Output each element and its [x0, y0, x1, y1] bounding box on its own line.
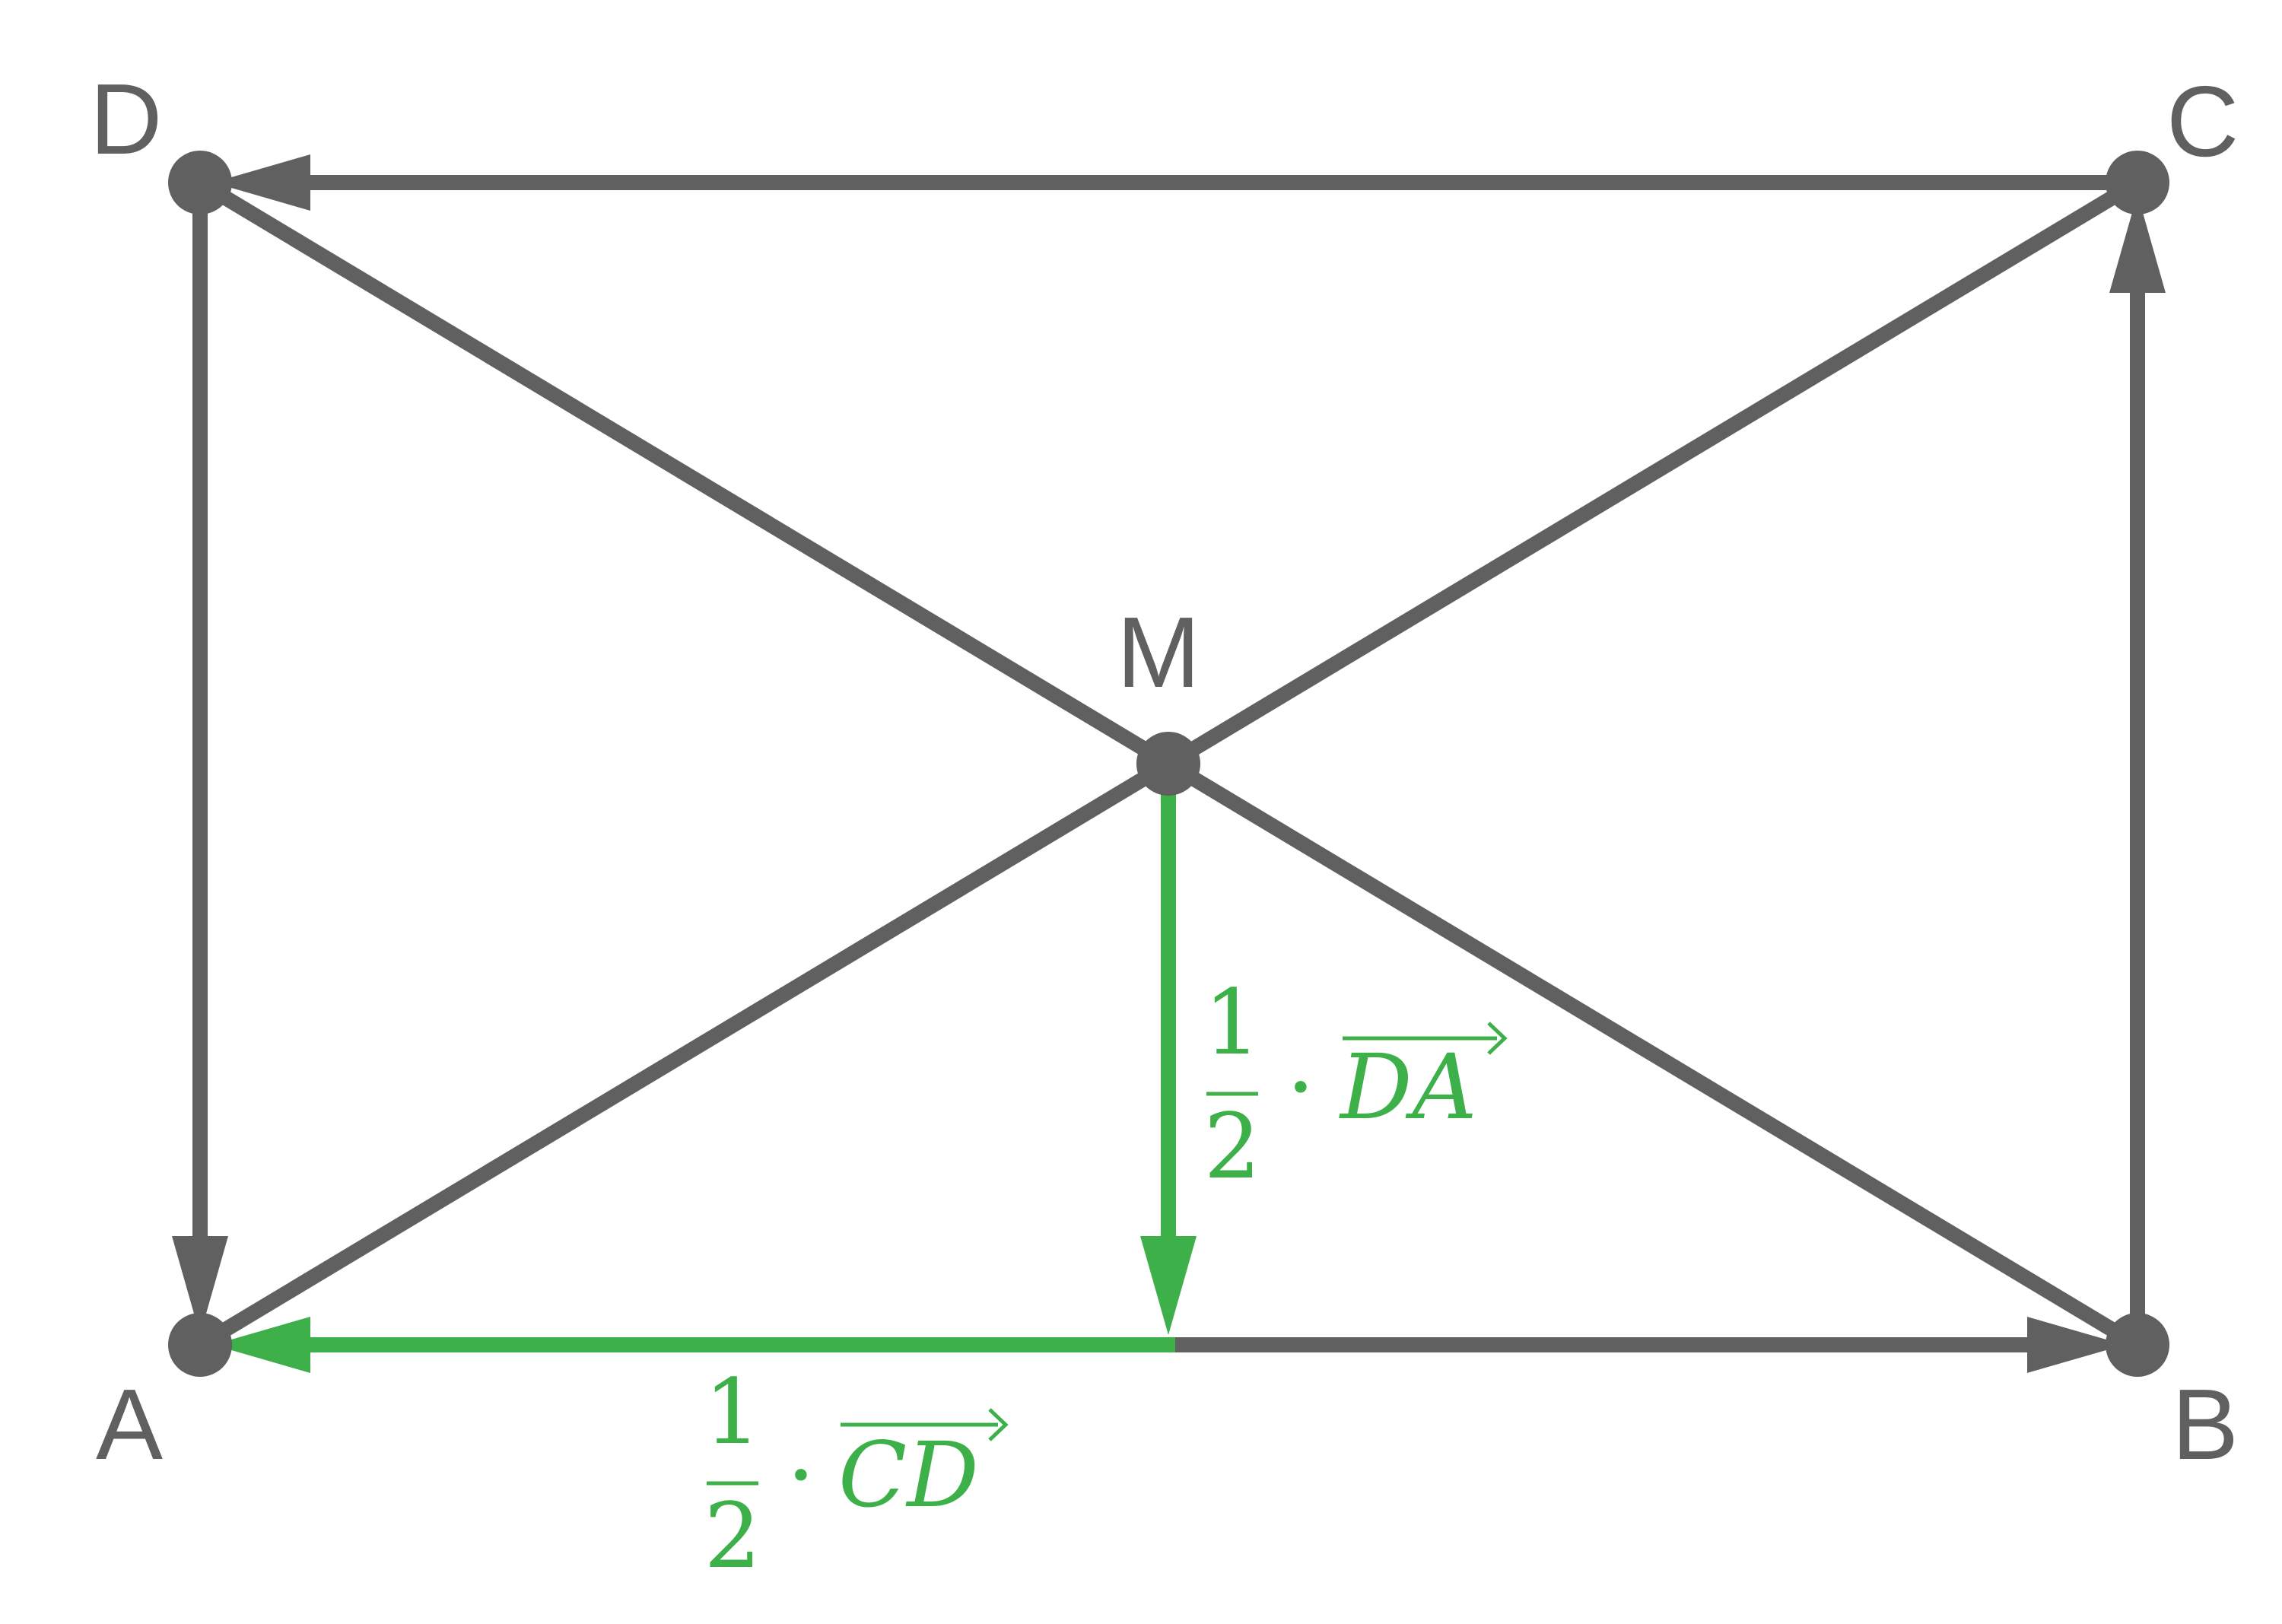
point-m: [1136, 732, 1200, 796]
label-half-da-vector: DA: [1339, 1034, 1477, 1139]
points: [168, 151, 2169, 1377]
label-half-cd-numerator: 1: [704, 1359, 761, 1464]
label-a: A: [96, 1368, 163, 1480]
arrowhead-at-d: [213, 154, 310, 211]
point-b: [2106, 1313, 2169, 1377]
arrowhead-half-cd: [213, 1317, 310, 1373]
arrowhead-half-da: [1140, 1236, 1197, 1335]
point-a: [168, 1313, 232, 1377]
label-m: M: [1117, 596, 1200, 708]
point-d: [168, 151, 232, 215]
label-half-cd: 1 2 · CD: [704, 1359, 1009, 1588]
label-c: C: [2166, 65, 2239, 177]
point-c: [2106, 151, 2169, 215]
label-half-da: 1 2 · DA: [1203, 970, 1508, 1199]
label-half-cd-vector-arrow: [988, 1408, 1009, 1441]
label-d: D: [90, 63, 162, 175]
label-half-da-denominator: 2: [1203, 1094, 1260, 1199]
label-half-cd-denominator: 2: [704, 1483, 761, 1588]
label-half-da-vector-arrow: [1487, 1022, 1508, 1055]
label-half-cd-operator: ·: [787, 1422, 815, 1527]
label-half-da-numerator: 1: [1203, 970, 1260, 1075]
green-vectors: [308, 768, 1176, 1352]
label-b: B: [2172, 1368, 2239, 1480]
label-half-cd-vector: CD: [838, 1422, 979, 1527]
gray-arrowheads: [172, 154, 2166, 1373]
arrowhead-at-a: [172, 1236, 228, 1335]
label-half-da-operator: ·: [1286, 1034, 1315, 1139]
arrowhead-at-c: [2109, 194, 2166, 293]
green-arrowheads: [213, 1236, 1197, 1373]
arrowhead-at-b: [2027, 1317, 2125, 1373]
